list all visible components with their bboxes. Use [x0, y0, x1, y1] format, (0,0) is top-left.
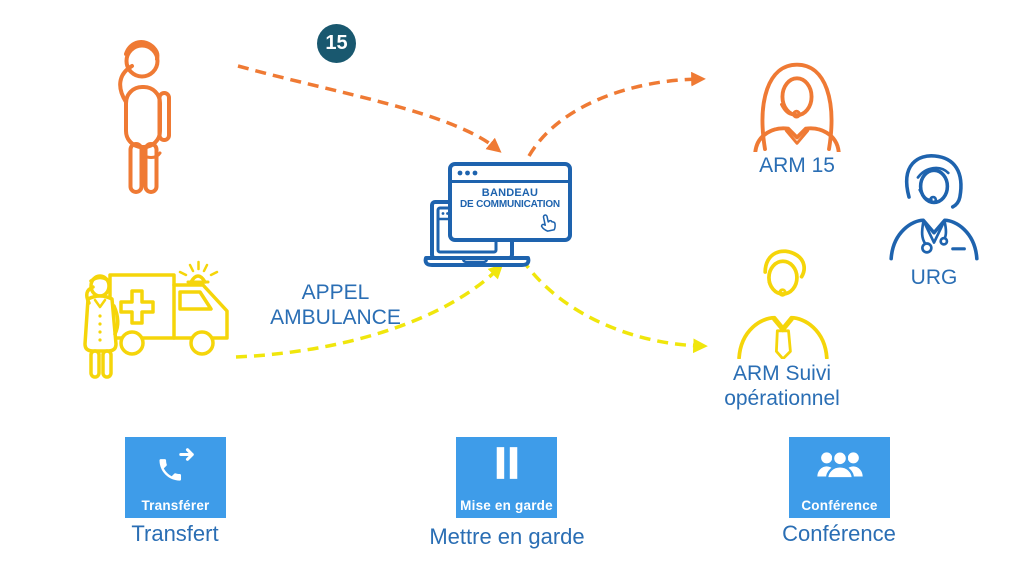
hold-button[interactable]: Mise en garde: [456, 437, 557, 518]
arm15-operator-icon: [753, 62, 841, 152]
hand-cursor-icon: [540, 214, 556, 232]
laptop-icon: [423, 162, 572, 267]
arm-suivi-label: ARM Suivi opérationnel: [724, 362, 840, 410]
urg-label: URG: [910, 266, 958, 289]
phone-forward-icon: [159, 448, 194, 481]
pause-icon: [496, 447, 517, 479]
arm-suivi-operator-icon: [737, 249, 829, 359]
urg-doctor-icon: [889, 154, 979, 261]
transfer-caption: Transfert: [131, 521, 219, 546]
hold-caption: Mettre en garde: [429, 524, 585, 549]
arrow-bandeau-to-arm15: [527, 71, 706, 157]
arm15-label: ARM 15: [759, 154, 835, 177]
appel-ambulance-label: APPEL AMBULANCE: [270, 281, 401, 329]
conference-people-icon: [816, 450, 863, 480]
arrow-bandeau-to-arm-suivi: [520, 258, 708, 354]
arrow-ambulance-to-bandeau: [235, 263, 504, 359]
bandeau-title: BANDEAU DE COMMUNICATION: [460, 187, 560, 210]
caller-person-icon: [118, 40, 171, 194]
arrow-caller-to-bandeau: [237, 64, 502, 153]
badge-15: 15: [317, 24, 356, 63]
conference-button[interactable]: Conférence: [789, 437, 890, 518]
conference-caption: Conférence: [782, 521, 896, 546]
transfer-button[interactable]: Transférer: [125, 437, 226, 518]
ambulance-icon: [83, 260, 229, 379]
